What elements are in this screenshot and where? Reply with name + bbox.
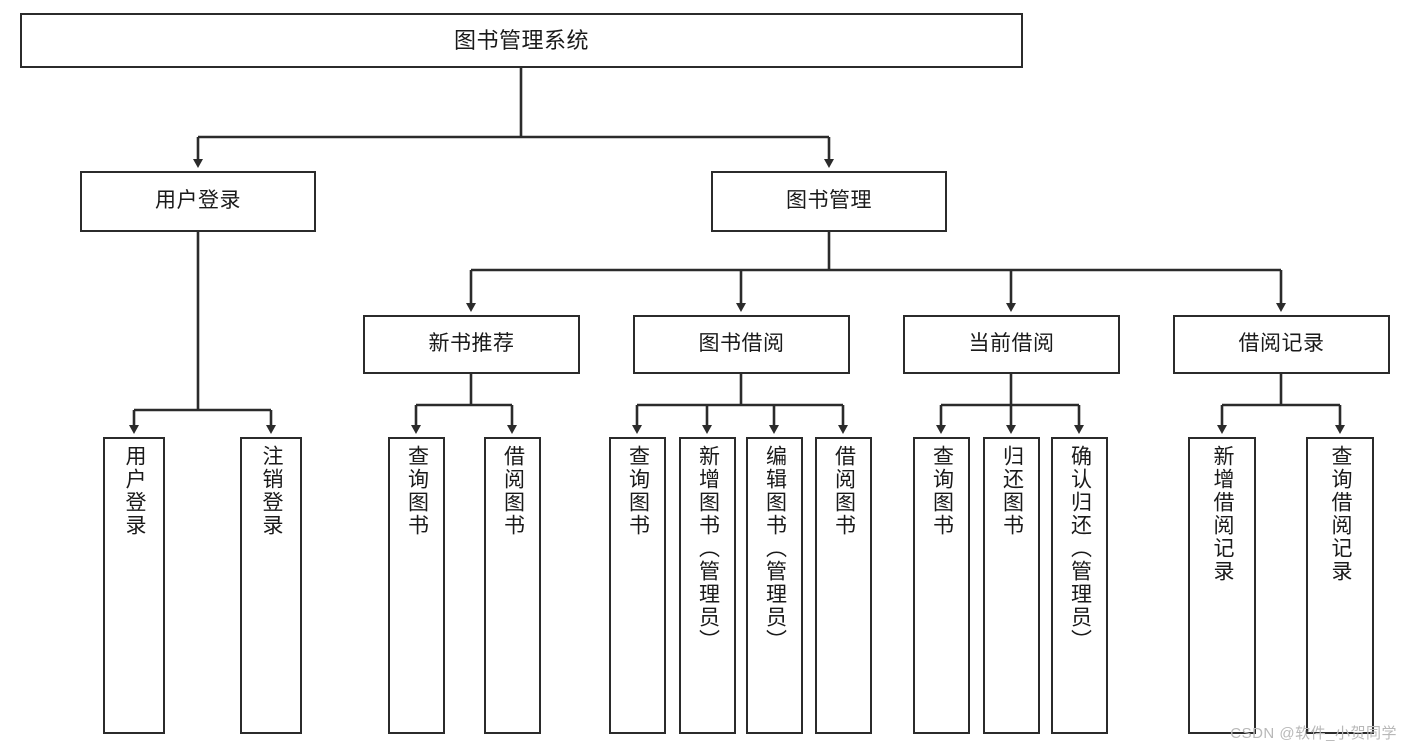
- node-current-borrow-label: 当前借阅: [968, 332, 1055, 356]
- leaf-borrow-book[interactable]: 借阅图书: [815, 437, 872, 734]
- leaf-label: 查询借阅记录: [1329, 445, 1353, 583]
- leaf-label: 编辑图书（管理员）: [763, 445, 787, 652]
- leaf-user-login[interactable]: 用户登录: [103, 437, 165, 734]
- leaf-label: 查询图书: [930, 445, 954, 537]
- csdn-watermark: CSDN @软件_小贺同学: [1230, 725, 1397, 742]
- leaf-label: 新增借阅记录: [1211, 445, 1235, 583]
- node-new-book-recommend-label: 新书推荐: [428, 332, 515, 356]
- leaf-label: 新增图书（管理员）: [696, 445, 720, 652]
- node-current-borrow[interactable]: 当前借阅: [903, 315, 1120, 374]
- leaf-return-book[interactable]: 归还图书: [983, 437, 1040, 734]
- leaf-add-borrow-record[interactable]: 新增借阅记录: [1188, 437, 1256, 734]
- node-book-borrow[interactable]: 图书借阅: [633, 315, 850, 374]
- node-root-label: 图书管理系统: [453, 27, 589, 53]
- leaf-query-book-recommend[interactable]: 查询图书: [388, 437, 445, 734]
- leaf-label: 归还图书: [1000, 445, 1024, 537]
- node-root[interactable]: 图书管理系统: [20, 13, 1023, 68]
- node-book-management[interactable]: 图书管理: [711, 171, 947, 232]
- leaf-label: 确认归还（管理员）: [1068, 445, 1092, 652]
- leaf-query-borrow-record[interactable]: 查询借阅记录: [1306, 437, 1374, 734]
- leaf-edit-book-admin[interactable]: 编辑图书（管理员）: [746, 437, 803, 734]
- node-borrow-record[interactable]: 借阅记录: [1173, 315, 1390, 374]
- leaf-label: 查询图书: [626, 445, 650, 537]
- node-book-management-label: 图书管理: [786, 189, 872, 213]
- leaf-label: 注销登录: [260, 445, 284, 537]
- node-new-book-recommend[interactable]: 新书推荐: [363, 315, 580, 374]
- leaf-query-book-borrow[interactable]: 查询图书: [609, 437, 666, 734]
- leaf-add-book-admin[interactable]: 新增图书（管理员）: [679, 437, 736, 734]
- leaf-label: 借阅图书: [501, 445, 525, 537]
- leaf-label: 借阅图书: [832, 445, 856, 537]
- leaf-label: 查询图书: [405, 445, 429, 537]
- node-user-login-label: 用户登录: [155, 189, 241, 213]
- node-user-login[interactable]: 用户登录: [80, 171, 316, 232]
- node-book-borrow-label: 图书借阅: [698, 332, 785, 356]
- leaf-logout-login[interactable]: 注销登录: [240, 437, 302, 734]
- leaf-label: 用户登录: [123, 445, 147, 537]
- leaf-confirm-return-admin[interactable]: 确认归还（管理员）: [1051, 437, 1108, 734]
- node-borrow-record-label: 借阅记录: [1238, 332, 1325, 356]
- leaf-query-book-current[interactable]: 查询图书: [913, 437, 970, 734]
- leaf-borrow-book-recommend[interactable]: 借阅图书: [484, 437, 541, 734]
